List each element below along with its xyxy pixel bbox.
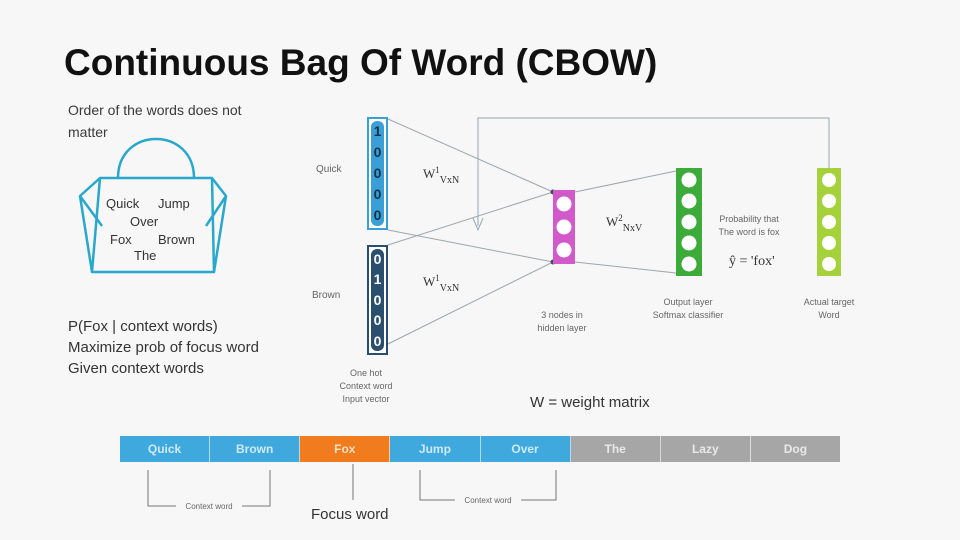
bag-word-fox: Fox (110, 232, 132, 247)
input-vector-2 (367, 245, 388, 355)
vector-digit: 0 (373, 251, 382, 267)
sentence-word: Jump (390, 436, 481, 462)
input-vector-1-digits: 1 0 0 0 0 (371, 121, 384, 226)
sentence-word: Quick (120, 436, 211, 462)
sentence-word: The (570, 436, 661, 462)
vector-digit: 0 (373, 332, 382, 349)
weight-2-label: W2NxV (606, 213, 643, 234)
sentence-strip: Quick Brown Fox Jump Over The Lazy Dog (120, 436, 840, 462)
probability-note: Probability that The word is fox (718, 214, 780, 237)
sentence-word: Over (480, 436, 571, 462)
input-1-word-label: Quick (316, 164, 342, 175)
connection-lines (387, 117, 830, 345)
prob-note-line3: Given context words (68, 360, 204, 377)
sentence-word: Brown (210, 436, 301, 462)
hidden-caption: 3 nodes in hidden layer (537, 310, 587, 333)
slide-title: Continuous Bag Of Word (CBOW) (64, 42, 658, 83)
input-vector-1 (367, 117, 388, 230)
vector-digit: 0 (373, 186, 382, 202)
hidden-layer (553, 190, 575, 264)
context-word-label-right: Context word (455, 494, 521, 507)
input-2-word-label: Brown (312, 290, 341, 301)
prob-note-line2: Maximize prob of focus word (68, 339, 259, 356)
prob-note-line1: P(Fox | context words) (68, 318, 218, 335)
context-word-label-left: Context word (176, 500, 242, 513)
vector-digit: 0 (373, 144, 382, 160)
target-layer (817, 168, 841, 276)
sentence-word: Lazy (660, 436, 751, 462)
bag-word-over: Over (130, 214, 159, 229)
order-note-line1: Order of the words does not (68, 102, 242, 118)
input-vector-2-digits: 0 1 0 0 0 (371, 249, 384, 351)
sentence-word: Fox (300, 436, 391, 462)
vector-digit: 0 (373, 312, 382, 329)
bag-icon (78, 137, 228, 274)
yhat-label: ŷ = 'fox' (729, 254, 775, 269)
vector-digit: 1 (373, 271, 382, 288)
vector-digit: 0 (373, 291, 382, 308)
focus-word-label: Focus word (311, 506, 389, 523)
vector-digit: 0 (373, 165, 382, 181)
input-caption: One hot Context word Input vector (339, 368, 393, 404)
weight-matrix-note: W = weight matrix (530, 394, 650, 411)
order-note-line2: matter (68, 124, 108, 140)
output-caption: Output layer Softmax classifier (652, 297, 724, 320)
weight-1a-label: W1VxN (423, 165, 459, 186)
bag-word-jump: Jump (158, 196, 190, 211)
bag-word-the: The (134, 248, 157, 263)
bag-word-quick: Quick (106, 196, 140, 211)
vector-digit: 1 (373, 123, 382, 139)
target-caption: Actual target Word (803, 297, 855, 320)
vector-digit: 0 (373, 207, 382, 223)
bag-word-brown: Brown (158, 232, 195, 247)
weight-1b-label: W1VxN (423, 273, 459, 294)
sentence-word: Dog (750, 436, 840, 462)
output-layer (676, 168, 702, 276)
